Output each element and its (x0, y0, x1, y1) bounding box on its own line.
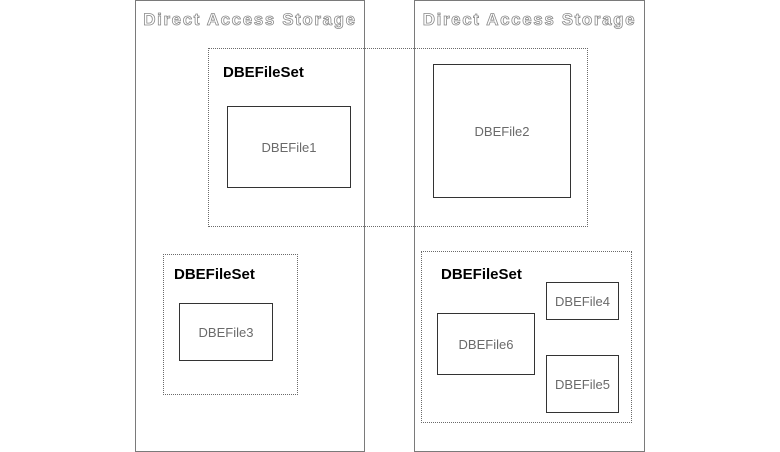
dbefileset-right-label: DBEFileSet (441, 266, 522, 283)
dbefile2: DBEFile2 (433, 64, 571, 198)
dbefile3-label: DBEFile3 (198, 324, 254, 340)
dbefileset-left-label: DBEFileSet (174, 266, 255, 283)
dbefile2-label: DBEFile2 (474, 123, 530, 139)
dbefileset-right (421, 251, 632, 423)
dbefileset-spanning-label: DBEFileSet (223, 64, 304, 81)
dbefile6: DBEFile6 (437, 313, 535, 375)
dbefile4-label: DBEFile4 (555, 293, 610, 309)
dbefile6-label: DBEFile6 (458, 336, 514, 352)
dbefile1: DBEFile1 (227, 106, 351, 188)
dbefile1-label: DBEFile1 (261, 139, 317, 155)
dbefile3: DBEFile3 (179, 303, 273, 361)
dbefileset-spanning (208, 48, 588, 227)
storage-title-right: Direct Access Storage (422, 10, 637, 30)
dbefileset-left (163, 254, 298, 395)
dbefile5: DBEFile5 (546, 355, 619, 413)
dbefile5-label: DBEFile5 (555, 376, 610, 392)
dbefile4: DBEFile4 (546, 282, 619, 320)
storage-title-left: Direct Access Storage (143, 10, 357, 30)
